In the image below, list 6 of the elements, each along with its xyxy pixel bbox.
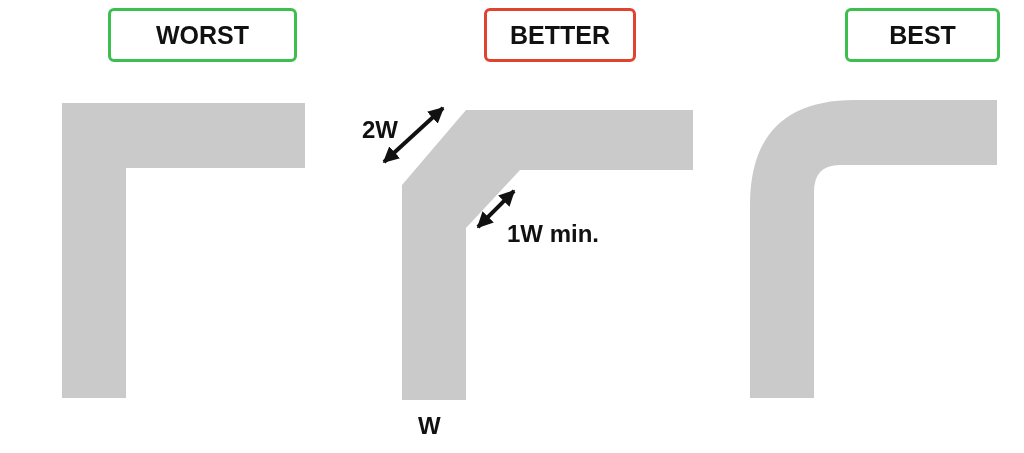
label-box: BETTER — [484, 8, 636, 62]
label-box: BEST — [845, 8, 1000, 62]
dimension-label: 2W — [362, 116, 398, 144]
dimension-label: W — [418, 412, 441, 440]
dimension-label: 1W min. — [507, 220, 599, 248]
label-box: WORST — [108, 8, 297, 62]
